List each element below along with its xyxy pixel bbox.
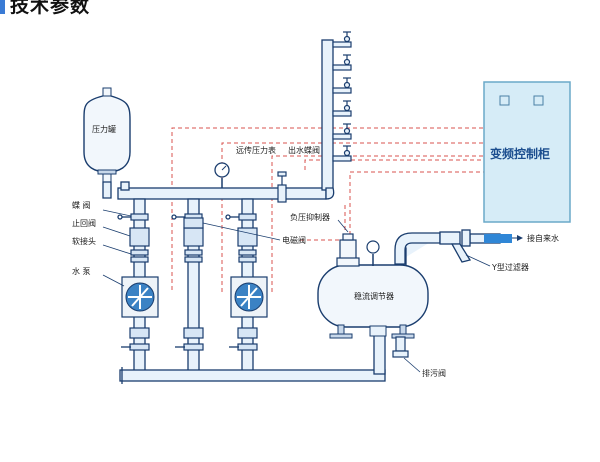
cabinet-indicator-right xyxy=(533,95,544,106)
negative-pressure-suppressor xyxy=(336,233,360,267)
label-negative-pressure: 负压抑制器 xyxy=(290,212,330,222)
valve-handles xyxy=(117,214,239,384)
label-soft-joint: 软接头 xyxy=(72,236,96,246)
left-leaders xyxy=(102,209,132,287)
label-solenoid-valve: 电磁阀 xyxy=(282,235,306,245)
control-cabinet xyxy=(483,81,571,223)
pressure-tank xyxy=(83,87,131,183)
label-check-valve: 止回阀 xyxy=(72,218,96,228)
label-control-cabinet: 变频控制柜 xyxy=(490,146,550,161)
stabilizer-tank xyxy=(317,264,429,339)
label-pressure-tank: 压力罐 xyxy=(92,124,116,134)
label-outlet-valve: 出水蝶阀 xyxy=(288,145,320,155)
pump-2 xyxy=(230,276,268,318)
outlet-valves xyxy=(332,31,352,162)
label-butterfly-valve: 蝶 阀 xyxy=(72,200,91,210)
pipes xyxy=(102,39,440,382)
pump-1 xyxy=(121,276,159,318)
label-y-filter: Y型过滤器 xyxy=(491,262,529,272)
drain-valve xyxy=(392,336,409,358)
label-remote-gauge: 远传压力表 xyxy=(236,145,276,155)
page-title: 技术参数 xyxy=(10,0,91,17)
outlet-butterfly-valve xyxy=(277,171,287,203)
label-stabilizer: 稳流调节器 xyxy=(354,291,394,301)
y-filter xyxy=(450,229,472,263)
page-title-bar: 技术参数 xyxy=(0,0,140,17)
label-pump: 水 泵 xyxy=(72,266,91,276)
label-city-water: 接自来水 xyxy=(527,233,559,243)
signal-lines xyxy=(171,127,484,292)
title-accent xyxy=(0,0,5,14)
stabilizer-gauge xyxy=(366,240,380,266)
remote-pressure-gauge xyxy=(214,162,230,188)
cabinet-indicator-left xyxy=(499,95,510,106)
solenoid-valve xyxy=(183,217,204,229)
city-water-inflow xyxy=(484,234,512,243)
label-drain-valve: 排污阀 xyxy=(422,368,446,378)
